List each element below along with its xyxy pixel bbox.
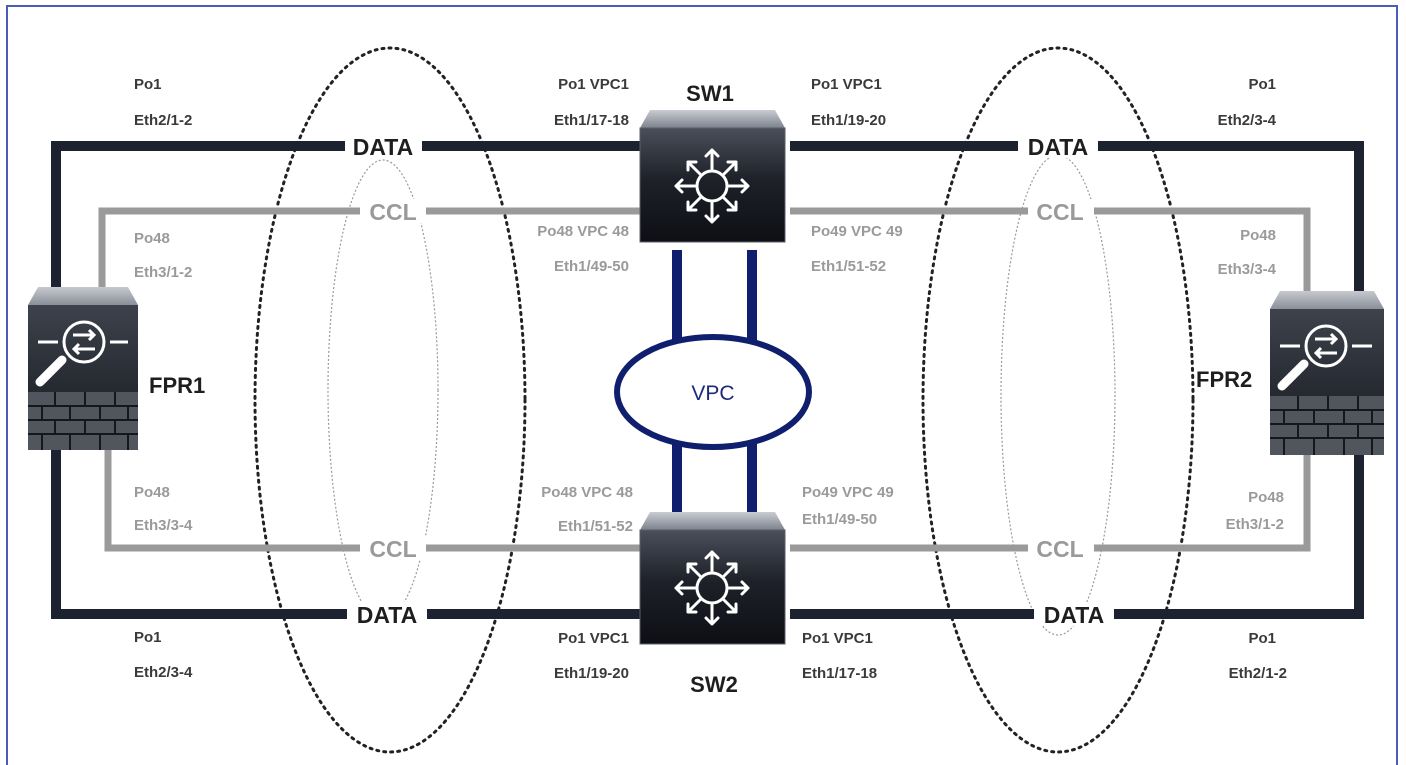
port-label: Po48	[1248, 489, 1284, 506]
data-link-sw1-fpr2	[790, 141, 1364, 292]
port-label: Po1	[134, 76, 162, 93]
port-label: Eth1/51-52	[558, 518, 633, 535]
port-label: Po1	[134, 629, 162, 646]
svg-text:DATA: DATA	[1028, 134, 1088, 160]
svg-text:CCL: CCL	[369, 199, 416, 225]
port-label: Eth1/19-20	[554, 665, 629, 682]
port-label: Eth1/17-18	[554, 112, 629, 129]
port-label: Eth2/1-2	[134, 112, 192, 129]
firewall-icon	[1270, 324, 1384, 455]
tag-ccl-left-top: CCL	[360, 199, 426, 225]
sw2-name: SW2	[690, 672, 738, 697]
port-label: Po1	[1248, 630, 1276, 647]
port-label: Eth1/49-50	[554, 258, 629, 275]
vpc-ellipse	[614, 334, 812, 450]
svg-text:CCL: CCL	[1036, 199, 1083, 225]
ccl-link-sw2-fpr2	[790, 455, 1311, 552]
tag-data-left-bottom: DATA	[347, 602, 427, 628]
fpr2-name: FPR2	[1196, 367, 1252, 392]
firewall-fpr1[interactable]	[28, 287, 138, 450]
fpr1-name: FPR1	[149, 373, 205, 398]
port-label: Po48 VPC 48	[537, 223, 629, 240]
port-label: Po49 VPC 49	[811, 223, 903, 240]
ccl-link-sw1-fpr2	[790, 207, 1311, 292]
port-label: Eth2/1-2	[1229, 665, 1287, 682]
left-outer-dotted-ellipse	[253, 46, 527, 754]
port-label: Po48	[134, 230, 170, 247]
switch-icon	[674, 550, 750, 626]
port-label: Po48	[1240, 227, 1276, 244]
switch-icon	[674, 148, 750, 224]
port-label: Eth1/49-50	[802, 511, 877, 528]
tag-data-right-bottom: DATA	[1034, 602, 1114, 628]
ccl-link-fpr1-sw2	[104, 450, 640, 552]
port-label: Po1 VPC1	[811, 76, 882, 93]
port-label: Po49 VPC 49	[802, 484, 894, 501]
port-label: Eth1/51-52	[811, 258, 886, 275]
diagram-frame	[6, 5, 1398, 765]
right-outer-dotted-ellipse	[921, 46, 1195, 754]
tag-ccl-right-bottom: CCL	[1028, 536, 1094, 562]
svg-text:CCL: CCL	[1036, 536, 1083, 562]
tag-ccl-left-bottom: CCL	[360, 536, 426, 562]
port-label: Eth2/3-4	[1218, 112, 1277, 129]
port-label: Eth3/1-2	[1226, 516, 1284, 533]
firewall-icon	[28, 320, 138, 450]
switch-sw2[interactable]	[639, 512, 786, 645]
port-label: Po1	[1248, 76, 1276, 93]
port-label: Eth3/1-2	[134, 264, 192, 281]
tag-data-left-top: DATA	[345, 134, 422, 160]
firewall-fpr2[interactable]	[1270, 291, 1384, 455]
port-label: Eth3/3-4	[1218, 261, 1277, 278]
port-label: Po1 VPC1	[802, 630, 873, 647]
svg-text:DATA: DATA	[357, 602, 417, 628]
data-link-fpr1-sw2	[51, 450, 640, 619]
tag-data-right-top: DATA	[1018, 134, 1098, 160]
svg-text:DATA: DATA	[353, 134, 413, 160]
svg-text:DATA: DATA	[1044, 602, 1104, 628]
ccl-link-fpr1-sw1	[98, 207, 640, 290]
port-label: Eth3/3-4	[134, 517, 193, 534]
port-label: Po48	[134, 484, 170, 501]
vpc-label: VPC	[691, 382, 734, 405]
switch-sw1[interactable]	[639, 110, 786, 243]
port-label: Po1 VPC1	[558, 76, 629, 93]
right-inner-dotted-ellipse	[1000, 154, 1116, 636]
port-label: Po1 VPC1	[558, 630, 629, 647]
data-link-fpr1-sw1	[51, 141, 640, 290]
port-label: Eth1/19-20	[811, 112, 886, 129]
tag-ccl-right-top: CCL	[1028, 199, 1094, 225]
port-label: Po48 VPC 48	[541, 484, 633, 501]
sw1-name: SW1	[686, 81, 734, 106]
svg-text:CCL: CCL	[369, 536, 416, 562]
data-link-sw2-fpr2	[790, 455, 1364, 619]
port-label: Eth1/17-18	[802, 665, 877, 682]
port-label: Eth2/3-4	[134, 664, 193, 681]
